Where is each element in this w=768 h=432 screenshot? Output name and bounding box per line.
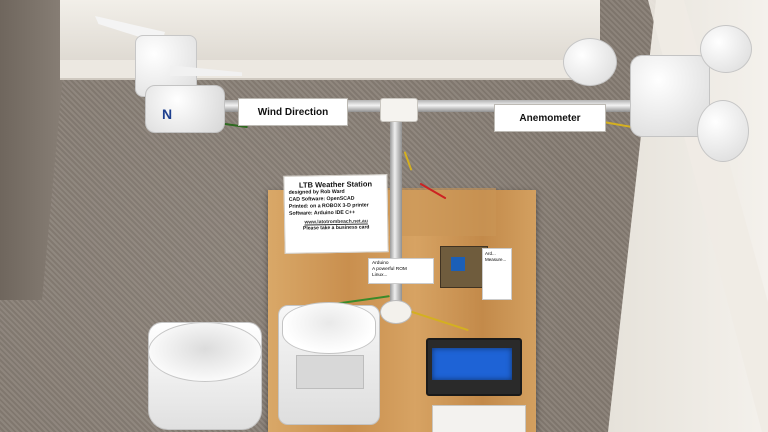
right-card: Ard... Measure... <box>482 248 512 300</box>
wind-vane-housing <box>145 85 225 133</box>
card-line: Ard... <box>485 251 496 256</box>
wind-direction-label: Wind Direction <box>238 98 348 126</box>
anemometer-cup <box>563 38 617 86</box>
anemometer-hub <box>630 55 710 137</box>
anemometer-cup <box>697 100 749 162</box>
arduino-board <box>440 246 488 288</box>
card-line: Arduino <box>372 261 389 266</box>
wind-vane-arrow <box>170 65 242 76</box>
vane-north-letter: N <box>162 106 173 122</box>
business-cards <box>432 405 526 432</box>
rain-collector-funnel <box>282 302 376 354</box>
rain-gauge-rim <box>148 322 262 382</box>
anemometer-label: Anemometer <box>494 104 606 132</box>
rain-collector-window <box>296 355 364 389</box>
card-line: Linux... <box>372 273 388 278</box>
lcd-display-screen <box>432 348 512 380</box>
sign-cta: Please take a business card <box>302 224 370 232</box>
anemometer-cup <box>700 25 752 73</box>
sign-line: Software: Arduino IDE C++ <box>288 209 356 217</box>
mast-base <box>380 300 412 324</box>
arduino-chip <box>451 257 465 271</box>
card-line: Measure... <box>485 257 507 262</box>
card-line: A powerful ROM <box>372 267 407 272</box>
lcd-display-text <box>436 351 510 377</box>
info-sign: LTB Weather Station designed by Rob Ward… <box>283 174 389 254</box>
arduino-card: Arduino A powerful ROM Linux... <box>368 258 434 284</box>
mast-tee-joint <box>380 98 418 122</box>
